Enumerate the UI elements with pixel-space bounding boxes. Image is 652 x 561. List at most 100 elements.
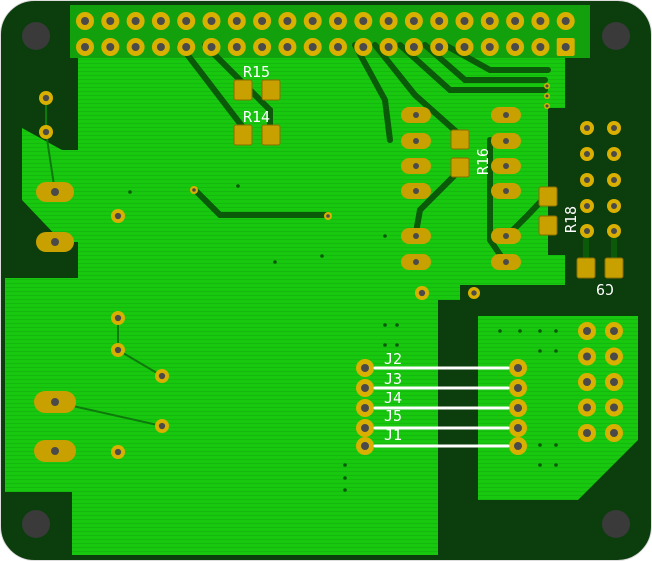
copper-pour-top (5, 58, 565, 555)
micro-via (538, 329, 542, 333)
micro-via (498, 329, 502, 333)
header-pin-bottom (76, 38, 94, 56)
connector-pin (607, 173, 621, 187)
jumper-pin-left (356, 399, 374, 417)
header-pin-bottom (404, 38, 423, 56)
via (111, 343, 125, 357)
ic-pad-left (401, 158, 431, 174)
r18-pad-2 (538, 215, 558, 236)
c9-pad-1 (576, 257, 596, 279)
jumper-pin-right (509, 437, 527, 455)
header-pin-top (480, 12, 499, 30)
connector-pins-bottom-right (578, 322, 623, 442)
header-pin-top (202, 12, 221, 30)
connector-pin (578, 398, 596, 417)
mount-hole-top-left (22, 22, 50, 50)
jumper-pin-left (356, 437, 374, 455)
label-c9: C9 (596, 280, 614, 298)
connector-pin (578, 424, 596, 442)
connector-pin (605, 424, 623, 442)
header-pin-bottom (556, 38, 575, 56)
ic-pads (401, 107, 521, 270)
header-pin-bottom (480, 38, 499, 56)
connector-pin (605, 322, 623, 340)
header-pin-bottom (329, 38, 347, 56)
connector-pin (607, 147, 621, 161)
smd-pads (233, 79, 624, 279)
micro-via (273, 260, 277, 264)
connector-pin (607, 224, 621, 238)
header-pin-bottom (430, 38, 449, 56)
ic-pad-right (491, 254, 521, 270)
via (544, 93, 550, 99)
ic-pad-right (491, 158, 521, 174)
label-j4: J4 (384, 389, 402, 407)
micro-via (538, 349, 542, 353)
connector-pin (605, 373, 623, 391)
connector-pin (578, 347, 596, 366)
r15-pad-2 (261, 79, 281, 101)
micro-via (554, 349, 558, 353)
header-pin-top (354, 12, 373, 30)
label-j3: J3 (384, 370, 402, 388)
via (111, 311, 125, 325)
header-pin-bottom (151, 38, 170, 56)
jumper-pin-right (509, 359, 527, 377)
micro-via (554, 463, 558, 467)
gpio-header (76, 12, 575, 56)
connector-pin (607, 199, 621, 213)
header-pin-bottom (202, 38, 221, 56)
ic-pad-left (401, 107, 431, 123)
micro-via (383, 343, 387, 347)
header-pin-top (177, 12, 196, 30)
header-pin-top (76, 12, 94, 30)
via (111, 445, 125, 459)
r16-pad-1 (450, 129, 470, 150)
header-pin-top (379, 12, 398, 30)
ic-pad-left (401, 228, 431, 244)
micro-via (395, 323, 399, 327)
header-pin-top (126, 12, 145, 30)
micro-via (538, 463, 542, 467)
header-pin-bottom (227, 38, 246, 56)
header-pin-bottom (126, 38, 145, 56)
micro-via (383, 323, 387, 327)
connector-pin (580, 199, 594, 213)
ic-pad-right (491, 183, 521, 199)
vias (39, 83, 558, 492)
via (544, 103, 550, 109)
micro-via (343, 476, 347, 480)
jumper-pin-right (509, 419, 527, 437)
header-pin-top (101, 12, 120, 30)
header-pin-bottom (455, 38, 474, 56)
connector-pin (607, 121, 621, 135)
header-pin-bottom (101, 38, 120, 56)
header-pin-top (278, 12, 297, 30)
header-pin-bottom (303, 38, 322, 56)
via (468, 287, 480, 299)
header-pin-top (404, 12, 423, 30)
micro-via (343, 463, 347, 467)
silkscreen-labels: R15 R14 R16 R18 C9 J2 J3 J4 J5 J1 (243, 63, 614, 444)
header-pin-top (329, 12, 347, 30)
header-pin-top (253, 12, 272, 30)
label-r16: R16 (474, 148, 492, 175)
header-pin-bottom (253, 38, 272, 56)
via (324, 212, 332, 220)
via (111, 209, 125, 223)
ic-pad-left (401, 183, 431, 199)
connector-pin (578, 322, 596, 340)
connector-pin (578, 373, 596, 391)
connector-pin (580, 147, 594, 161)
micro-via (383, 234, 387, 238)
via (190, 186, 198, 194)
mount-hole-bottom-left (22, 510, 50, 538)
ic-pad-right (491, 228, 521, 244)
left-oval-pads (34, 182, 76, 462)
jumper-group (356, 359, 527, 455)
connector-pin (580, 173, 594, 187)
micro-via (518, 329, 522, 333)
micro-via (554, 443, 558, 447)
ic-pad-left (401, 254, 431, 270)
connector-pins-right (580, 121, 621, 238)
